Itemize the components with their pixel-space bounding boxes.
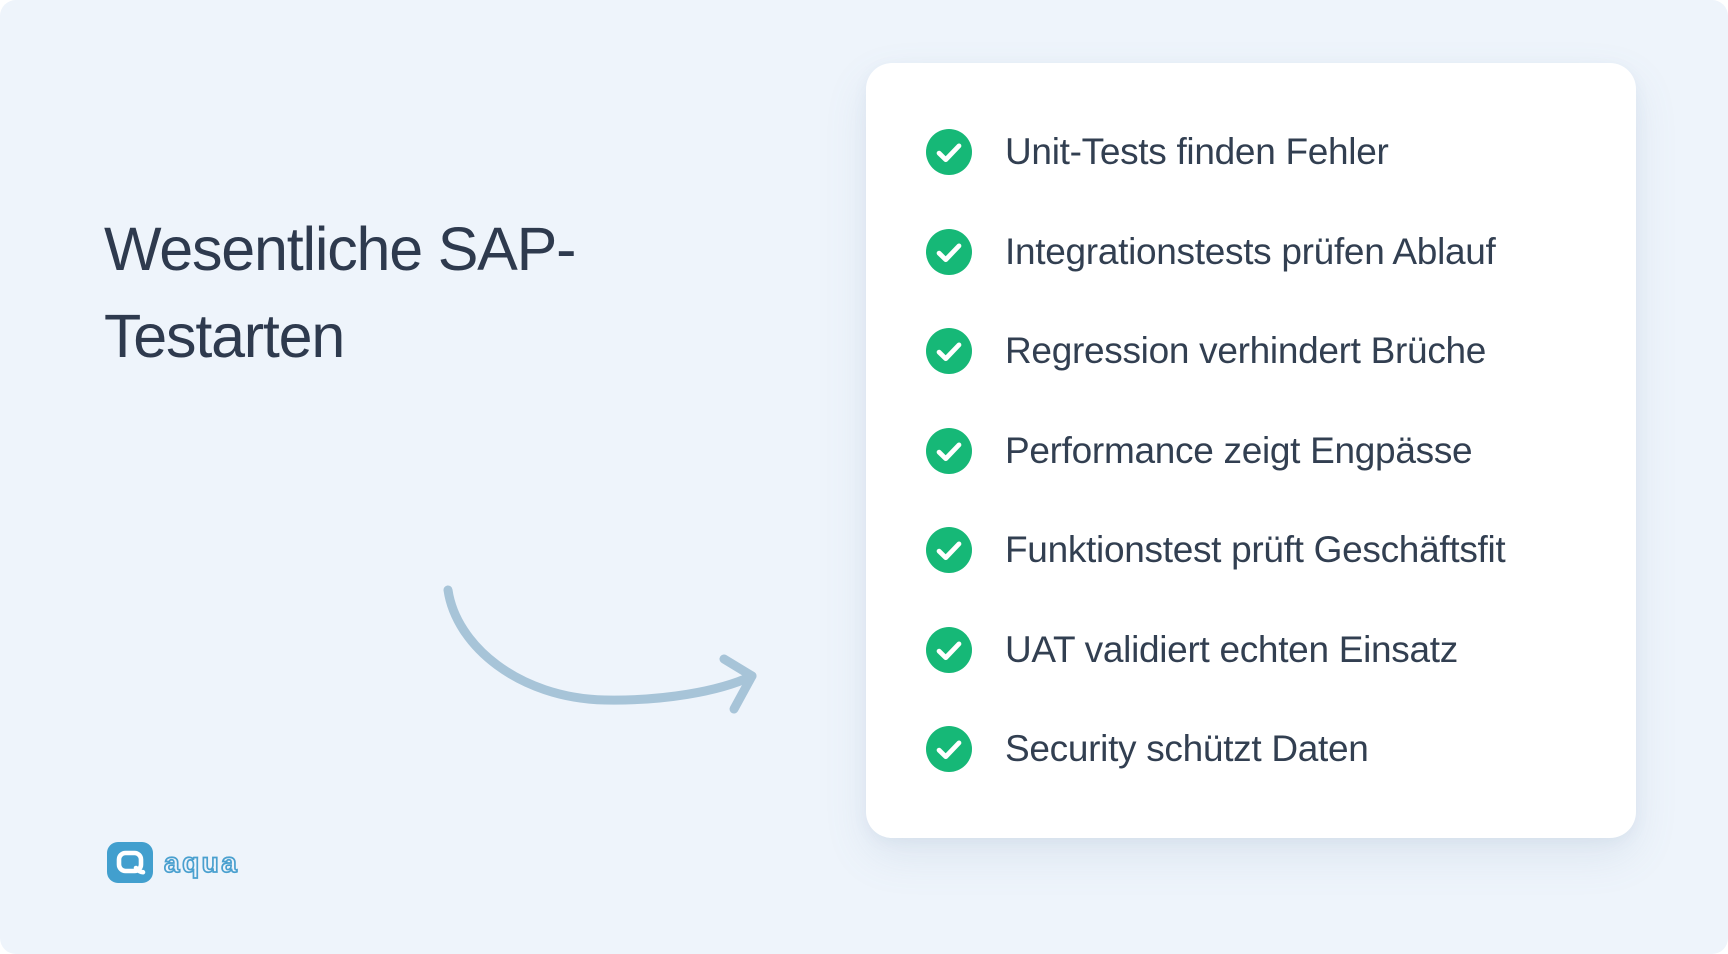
checklist-item-label: Security schützt Daten: [1005, 728, 1369, 769]
checklist-item-label: Unit-Tests finden Fehler: [1005, 131, 1389, 172]
aqua-logo: aqua: [107, 842, 239, 883]
checklist-item: Security schützt Daten: [926, 726, 1576, 772]
check-circle-icon: [926, 527, 972, 573]
checklist-item: Performance zeigt Engpässe: [926, 427, 1576, 474]
page-title: Wesentliche SAP- Testarten: [104, 206, 576, 380]
checklist-item: UAT validiert echten Einsatz: [926, 626, 1576, 673]
checklist-item: Integrationstests prüfen Ablauf: [926, 228, 1576, 275]
checklist-item-label: UAT validiert echten Einsatz: [1005, 628, 1458, 670]
aqua-logo-icon: [107, 842, 153, 883]
check-circle-icon: [926, 328, 972, 374]
aqua-logo-text: aqua: [163, 846, 240, 879]
check-circle-icon: [926, 726, 972, 772]
checklist-item-label: Funktionstest prüft Geschäftsfit: [1005, 529, 1506, 570]
checklist-item: Funktionstest prüft Geschäftsfit: [926, 527, 1576, 573]
page-title-line-1: Wesentliche SAP-: [104, 215, 576, 283]
checklist-card: Unit-Tests finden Fehler Integrationstes…: [866, 63, 1636, 838]
checklist-item-label: Performance zeigt Engpässe: [1005, 429, 1473, 471]
check-circle-icon: [926, 129, 972, 175]
check-circle-icon: [926, 626, 972, 673]
checklist-item: Regression verhindert Brüche: [926, 328, 1576, 374]
page-title-line-2: Testarten: [104, 302, 345, 370]
check-circle-icon: [926, 427, 972, 474]
checklist-item-label: Integrationstests prüfen Ablauf: [1005, 230, 1496, 272]
check-circle-icon: [926, 228, 972, 275]
checklist-item: Unit-Tests finden Fehler: [926, 129, 1576, 175]
curved-arrow-icon: [443, 585, 757, 714]
checklist-item-label: Regression verhindert Brüche: [1005, 330, 1487, 371]
